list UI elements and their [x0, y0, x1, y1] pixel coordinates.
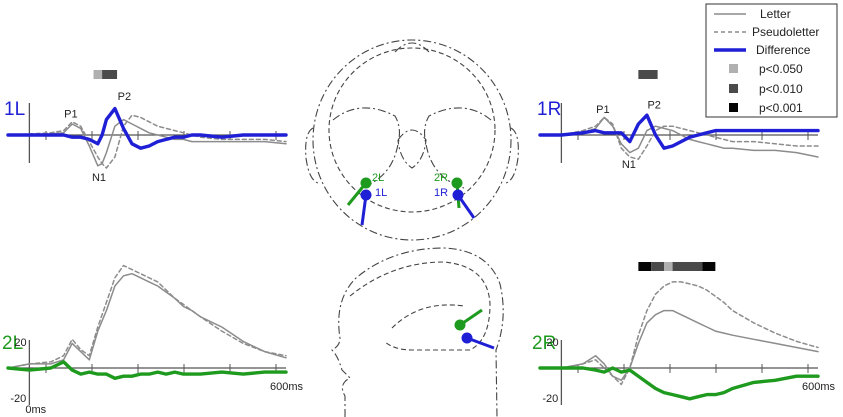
electrode-1l-label: 1L: [375, 187, 387, 199]
peak-label-n1: N1: [92, 172, 106, 184]
head-top-outline: [312, 39, 512, 241]
series-difference: [6, 106, 288, 150]
head-top-view: [305, 39, 519, 241]
legend-swatch-p001: [729, 103, 738, 112]
series-pseudoletter: [7, 264, 287, 369]
series-difference: [538, 366, 820, 401]
legend-label-difference: Difference: [756, 43, 811, 57]
significance-segment: [664, 262, 673, 271]
peak-label-n1: N1: [622, 159, 636, 171]
head-top-right-ear: [505, 127, 519, 184]
series-letter: [539, 116, 819, 158]
legend: Letter Pseudoletter Difference p<0.050 p…: [705, 3, 838, 118]
panel-title: 2L: [2, 333, 23, 354]
electrode-side-green-marker: [454, 319, 466, 331]
legend-label-letter: Letter: [760, 7, 791, 21]
y-tick-label-top: 20: [14, 337, 26, 349]
series-letter: [539, 309, 819, 382]
significance-segment: [651, 262, 665, 271]
legend-label-p010: p<0.010: [759, 82, 803, 96]
series-difference: [538, 113, 820, 150]
legend-swatch-p010: [729, 84, 738, 93]
y-tick-label-bottom: -20: [542, 393, 558, 405]
electrode-1r-label: 1R: [434, 187, 448, 199]
significance-segment: [93, 70, 103, 79]
significance-segment: [102, 70, 118, 79]
electrode-2l-marker: [360, 177, 372, 189]
peak-label-p1: P1: [64, 108, 77, 120]
electrode-1r-marker: [452, 189, 464, 201]
series-difference: [6, 360, 288, 380]
series-letter: [7, 118, 287, 167]
head-top-brain: [328, 47, 496, 213]
peak-label-p1: P1: [596, 104, 609, 116]
significance-segment: [672, 262, 703, 271]
y-tick-label-bottom: -20: [10, 393, 26, 405]
peak-label-p2: P2: [647, 100, 660, 112]
significance-segment: [638, 262, 652, 271]
head-top-left-ear: [305, 127, 319, 184]
electrode-2r-marker: [451, 177, 463, 189]
significance-segment: [638, 70, 658, 79]
x-tick-label-end: 600ms: [270, 381, 304, 393]
y-tick-label-top: 20: [546, 337, 558, 349]
legend-label-pseudoletter: Pseudoletter: [752, 25, 819, 39]
head-side-brain: [349, 261, 491, 351]
panel-title: 1L: [4, 99, 25, 120]
electrode-1l-marker: [360, 189, 372, 201]
x-tick-label-end: 600ms: [802, 381, 836, 393]
electrodes-side: [454, 308, 495, 350]
series-pseudoletter: [539, 116, 819, 160]
series-letter: [7, 272, 287, 369]
legend-label-p050: p<0.050: [759, 62, 803, 76]
panel-title: 1R: [537, 99, 561, 120]
head-side-view: [331, 247, 504, 417]
head-side-fissure: [391, 304, 465, 329]
series-pseudoletter: [539, 281, 819, 386]
legend-swatch-p050: [729, 64, 738, 73]
electrode-2l-label: 2L: [372, 172, 384, 184]
panel-title: 2R: [532, 333, 556, 354]
electrode-side-blue-marker: [461, 332, 473, 344]
peak-label-p2: P2: [118, 91, 131, 103]
electrodes-top: 2L 1L 2R 1R: [346, 172, 476, 226]
x-tick-label-start: 0ms: [25, 404, 46, 416]
significance-segment: [702, 262, 716, 271]
head-side-outline: [331, 247, 504, 417]
electrode-2r-label: 2R: [434, 172, 448, 184]
head-top-cerebellum: [397, 129, 427, 169]
legend-label-p001: p<0.001: [759, 101, 803, 115]
legend-box: [705, 3, 838, 118]
series-pseudoletter: [7, 114, 287, 169]
